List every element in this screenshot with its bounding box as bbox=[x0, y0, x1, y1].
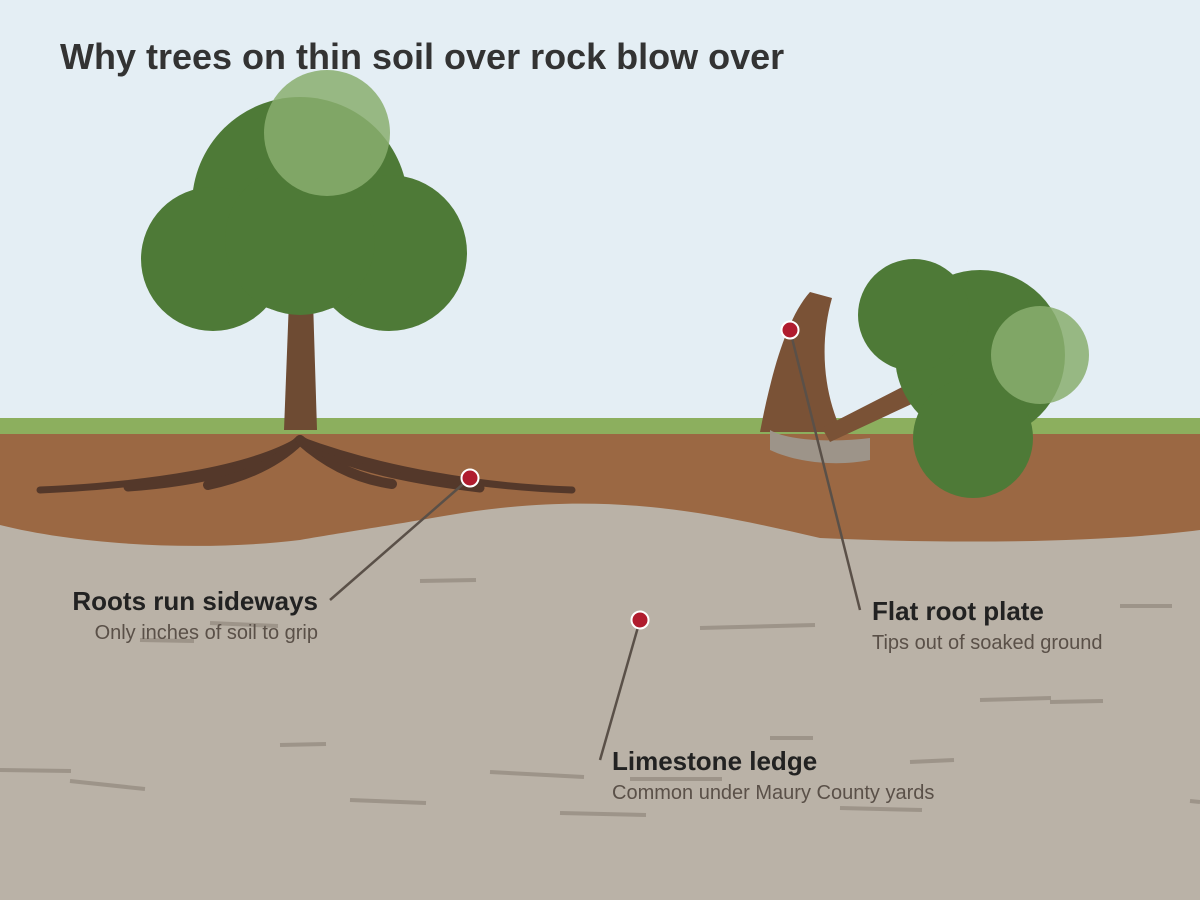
roots-leader-line bbox=[329, 477, 471, 601]
callout-limestone-subtext: Common under Maury County yards bbox=[612, 782, 935, 804]
fallen-trunk bbox=[822, 384, 916, 442]
callout-root-plate-heading: Flat root plate bbox=[872, 596, 1044, 626]
callout-markers bbox=[460, 320, 800, 630]
callout-root-plate: Flat root plate Tips out of soaked groun… bbox=[872, 596, 1103, 655]
rock-cracks bbox=[0, 578, 1200, 817]
callout-roots: Roots run sideways Only inches of soil t… bbox=[72, 586, 318, 645]
root-plate-marker bbox=[780, 320, 800, 340]
callout-limestone-heading: Limestone ledge bbox=[612, 746, 818, 776]
callout-roots-heading: Roots run sideways bbox=[72, 586, 318, 616]
diagram-title: Why trees on thin soil over rock blow ov… bbox=[60, 36, 785, 77]
leader-lines bbox=[329, 329, 862, 761]
callout-root-plate-subtext: Tips out of soaked ground bbox=[872, 632, 1103, 654]
callout-roots-subtext: Only inches of soil to grip bbox=[94, 622, 318, 644]
upturned-root-plate bbox=[760, 292, 842, 432]
standing-tree bbox=[36, 70, 576, 494]
thin-soil-layer bbox=[0, 434, 1200, 546]
limestone-marker bbox=[630, 610, 650, 630]
fallen-tree-canopy-highlight bbox=[991, 306, 1089, 404]
root-plate-leader-line bbox=[788, 329, 862, 611]
limestone-leader-line bbox=[598, 619, 642, 761]
roots-marker bbox=[460, 468, 480, 488]
standing-tree-canopy-highlight bbox=[264, 70, 390, 196]
standing-tree-trunk bbox=[284, 300, 317, 430]
callout-limestone: Limestone ledge Common under Maury Count… bbox=[612, 746, 934, 805]
